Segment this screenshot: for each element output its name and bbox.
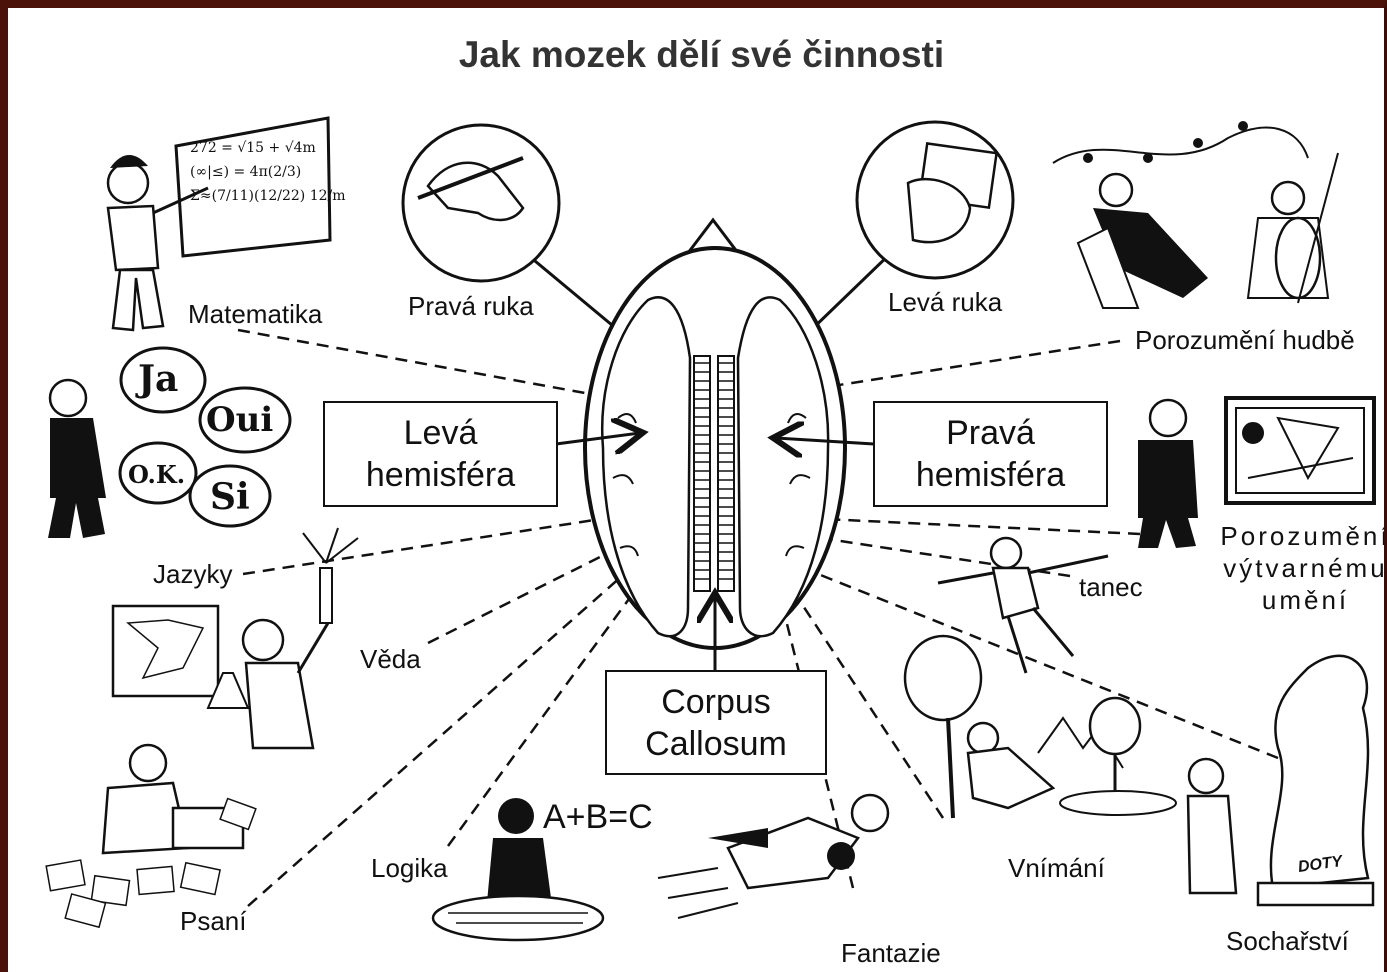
- label-visual-art: Porozumění výtvarnému umění: [1218, 520, 1387, 616]
- hand-holding-pencil-icon: [403, 125, 559, 281]
- label-perception: Vnímání: [1008, 853, 1105, 884]
- left-hemisphere-line1: Levá: [325, 412, 556, 454]
- speech-bubble-ok: O.K.: [128, 460, 185, 489]
- music-listener-and-cellist-icon: [1053, 121, 1338, 308]
- label-sculpture: Sochařství: [1226, 926, 1349, 957]
- hand-holding-paper-icon: [857, 122, 1013, 278]
- equation-text: A+B=C: [543, 798, 653, 837]
- sculptor-icon: [1188, 656, 1373, 905]
- label-languages: Jazyky: [153, 559, 232, 590]
- label-science: Věda: [360, 644, 421, 675]
- scientist-with-flask-icon: [113, 528, 358, 748]
- label-visual-art-line2: výtvarnému: [1218, 552, 1387, 584]
- speech-bubble-si: Si: [210, 476, 250, 518]
- flying-superhero-icon: [658, 795, 888, 918]
- label-left-hand: Levá ruka: [888, 287, 1002, 318]
- man-in-nature-icon: [905, 636, 1176, 818]
- left-hemisphere-box: Levá hemisféra: [323, 401, 558, 507]
- speech-bubble-oui: Oui: [206, 400, 273, 440]
- right-hemisphere-line1: Pravá: [875, 412, 1106, 454]
- math-board-line: (∞|≤) = 4π(2/3): [190, 160, 346, 184]
- label-dance: tanec: [1079, 572, 1143, 603]
- label-writing: Psaní: [180, 906, 247, 937]
- corpus-callosum-box: Corpus Callosum: [605, 670, 827, 775]
- label-visual-art-line1: Porozumění: [1218, 520, 1387, 552]
- speech-bubble-ja: Ja: [138, 358, 178, 400]
- left-hemisphere-line2: hemisféra: [325, 454, 556, 496]
- label-visual-art-line3: umění: [1218, 584, 1387, 616]
- writer-at-typewriter-icon: [46, 745, 256, 927]
- label-logic: Logika: [371, 853, 448, 884]
- label-music: Porozumění hudbě: [1135, 325, 1355, 356]
- corpus-callosum-line1: Corpus: [607, 681, 825, 723]
- label-right-hand: Pravá ruka: [408, 291, 534, 322]
- math-board-line: Σ≈(7/11)(12/22) 12/m: [190, 184, 346, 208]
- label-fantasy: Fantazie: [841, 938, 941, 969]
- label-math: Matematika: [188, 299, 322, 330]
- right-hemisphere-box: Pravá hemisféra: [873, 401, 1108, 507]
- math-board-text: 272 = √15 + √4m (∞|≤) = 4π(2/3) Σ≈(7/11)…: [190, 136, 346, 208]
- diagram-title: Jak mozek dělí své činnosti: [8, 34, 1387, 76]
- right-hemisphere-line2: hemisféra: [875, 454, 1106, 496]
- math-board-line: 272 = √15 + √4m: [190, 136, 346, 160]
- corpus-callosum-line2: Callosum: [607, 723, 825, 765]
